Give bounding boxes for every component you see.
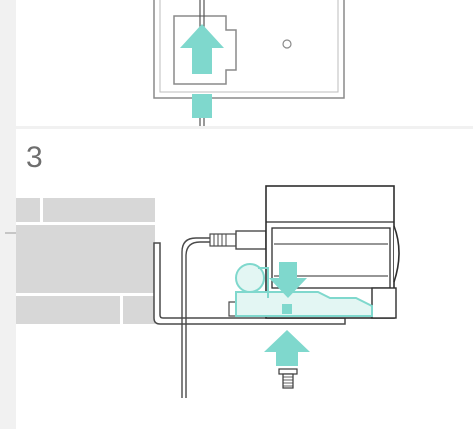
up-arrow-icon [264,330,310,366]
mount-clip-icon [235,263,373,317]
cable-icon [181,230,267,398]
step-number: 3 [26,141,43,174]
up-arrow-icon [180,24,224,118]
screw-icon [278,368,298,389]
mounting-plate-icon [153,0,345,99]
step-panel-top [16,0,473,126]
brick-wall-icon [5,198,155,324]
down-arrow-icon [269,262,307,298]
